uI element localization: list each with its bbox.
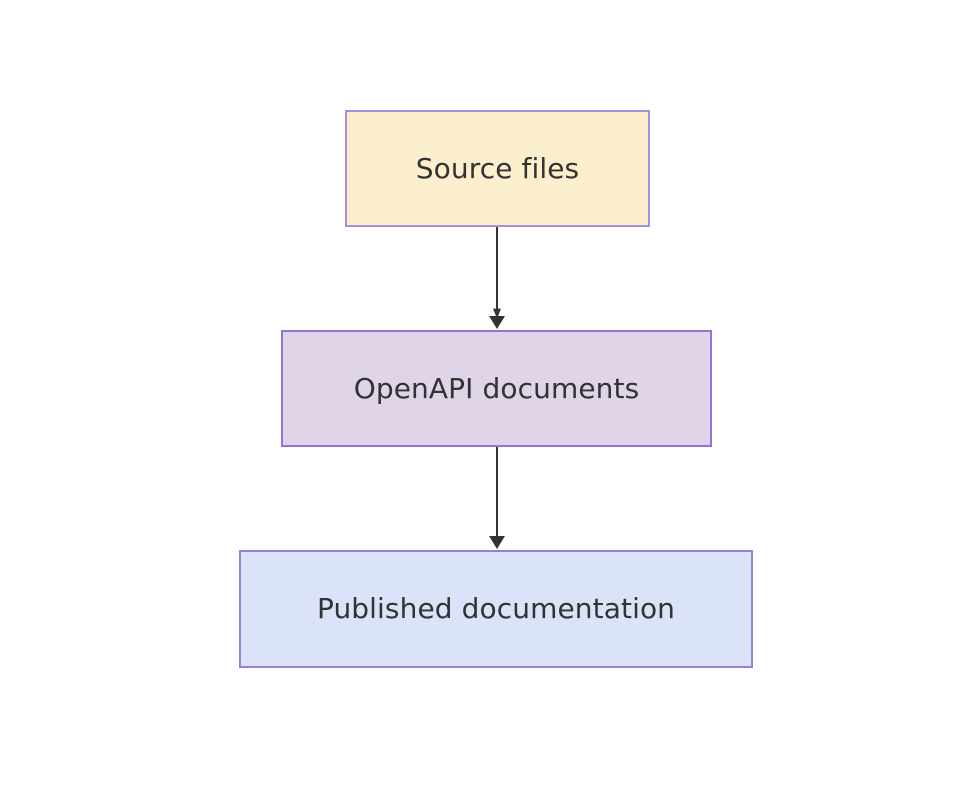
flow-node-source-files[interactable]: Source files [345,110,650,227]
flow-node-published-documentation[interactable]: Published documentation [239,550,753,668]
edge-source-to-openapi [489,227,505,329]
flow-node-label: Published documentation [316,592,676,626]
flow-node-label: OpenAPI documents [353,371,640,405]
arrowhead-icon [489,536,505,549]
flow-node-label: Source files [415,151,580,185]
flow-node-openapi-documents[interactable]: OpenAPI documents [281,330,712,447]
edge-openapi-to-published [489,447,505,549]
arrowhead-icon [489,316,505,329]
